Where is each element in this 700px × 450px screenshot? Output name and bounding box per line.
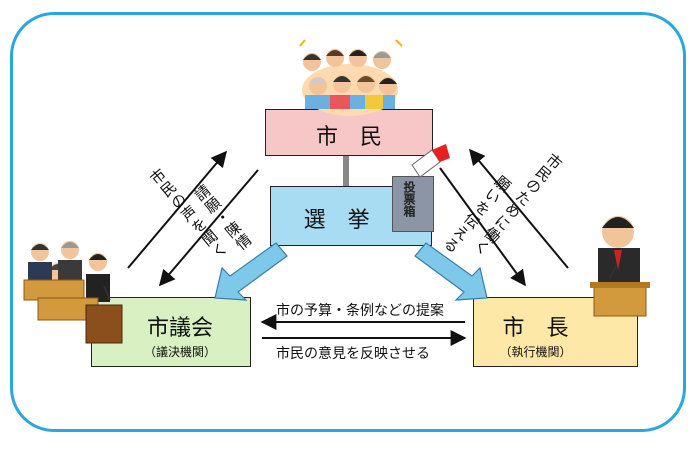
mayor-speaker-illustration xyxy=(590,216,650,316)
label-council-to-mayor: 市民の意見を反映させる xyxy=(276,343,430,363)
label-mayor-to-council: 市の予算・条例などの提案 xyxy=(276,300,444,320)
council-members-illustration xyxy=(24,241,122,343)
crowd-illustration xyxy=(300,40,402,116)
ballot-paper-icon xyxy=(412,144,450,177)
